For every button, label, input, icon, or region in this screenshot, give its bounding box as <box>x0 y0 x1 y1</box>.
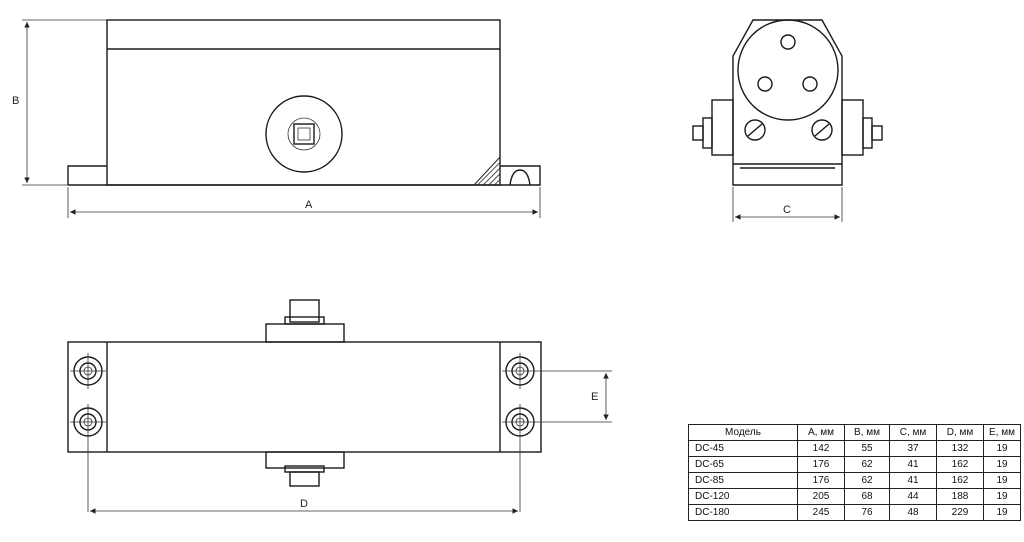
side-hole-right <box>802 76 818 92</box>
side-screw-left <box>744 119 766 141</box>
mounting-hole-bottom-right-icon <box>502 404 538 512</box>
front-hatch-section <box>472 155 501 186</box>
dim-label-e: E <box>591 391 598 403</box>
side-screw-right <box>811 119 833 141</box>
table-cell: 44 <box>889 488 937 505</box>
front-pinion-square-inner <box>297 127 311 141</box>
side-lug-nut-left <box>702 117 713 149</box>
front-body <box>106 19 501 186</box>
table-cell: 176 <box>797 472 845 489</box>
front-base-notch <box>509 169 531 186</box>
dim-label-c: C <box>783 204 791 216</box>
table-cell: 62 <box>844 472 890 489</box>
table-cell-model: DC-180 <box>688 504 798 521</box>
table-cell: 188 <box>936 488 984 505</box>
table-cell: 19 <box>983 488 1021 505</box>
table-cell: 162 <box>936 456 984 473</box>
table-cell: 19 <box>983 504 1021 521</box>
table-cell: 19 <box>983 472 1021 489</box>
table-row: DC-65 176 62 41 162 19 <box>688 456 1021 473</box>
table-cell: 37 <box>889 440 937 457</box>
table-header-a: A, мм <box>797 424 845 441</box>
table-cell: 132 <box>936 440 984 457</box>
table-cell: 19 <box>983 456 1021 473</box>
table-cell-model: DC-45 <box>688 440 798 457</box>
model-dimensions-table: Модель A, мм B, мм C, мм D, мм E, мм DC-… <box>688 424 1021 521</box>
table-header-c: C, мм <box>889 424 937 441</box>
top-body <box>67 341 542 453</box>
front-pinion-ring <box>287 117 321 151</box>
top-view: E D <box>67 299 612 514</box>
table-header-e: E, мм <box>983 424 1021 441</box>
dim-label-b: B <box>12 95 19 107</box>
side-view: C <box>692 19 883 222</box>
top-spindle-boss-upper <box>265 323 345 343</box>
table-cell: 176 <box>797 456 845 473</box>
table-header-row: Модель A, мм B, мм C, мм D, мм E, мм <box>688 424 1021 441</box>
front-pinion-square <box>293 123 315 145</box>
front-base-plate <box>67 165 541 186</box>
table-row: DC-45 142 55 37 132 19 <box>688 440 1021 457</box>
table-header-d: D, мм <box>936 424 984 441</box>
top-spindle-upper <box>289 299 320 323</box>
table-row: DC-120 205 68 44 188 19 <box>688 488 1021 505</box>
table-cell: 19 <box>983 440 1021 457</box>
mounting-hole-top-right-icon <box>502 353 538 389</box>
table-cell: 229 <box>936 504 984 521</box>
table-cell: 55 <box>844 440 890 457</box>
front-view: B A <box>12 19 541 218</box>
table-cell: 142 <box>797 440 845 457</box>
mounting-hole-bottom-left-icon <box>70 404 106 512</box>
table-row: DC-85 176 62 41 162 19 <box>688 472 1021 489</box>
dim-label-d: D <box>300 498 308 510</box>
side-hole-top <box>780 34 796 50</box>
table-header-model: Модель <box>688 424 798 441</box>
side-lug-bolt-left <box>692 125 704 141</box>
table-cell: 245 <box>797 504 845 521</box>
table-cell: 62 <box>844 456 890 473</box>
table-cell: 68 <box>844 488 890 505</box>
table-cell-model: DC-120 <box>688 488 798 505</box>
table-cell-model: DC-65 <box>688 456 798 473</box>
table-cell: 41 <box>889 456 937 473</box>
side-lug-nut-right <box>862 117 873 149</box>
side-lug-bolt-right <box>871 125 883 141</box>
table-cell: 205 <box>797 488 845 505</box>
table-cell: 48 <box>889 504 937 521</box>
side-lug-left <box>711 99 734 156</box>
table-header-b: B, мм <box>844 424 890 441</box>
side-end-cap <box>737 19 839 121</box>
side-hole-left <box>757 76 773 92</box>
table-cell: 41 <box>889 472 937 489</box>
front-pinion-outer <box>265 95 343 173</box>
side-housing <box>732 19 843 186</box>
mounting-hole-top-left-icon <box>70 353 106 389</box>
table-cell: 162 <box>936 472 984 489</box>
table-row: DC-180 245 76 48 229 19 <box>688 504 1021 521</box>
top-spindle-lower <box>289 471 320 487</box>
side-lug-right <box>841 99 864 156</box>
table-cell-model: DC-85 <box>688 472 798 489</box>
dim-label-a: A <box>305 199 313 211</box>
table-cell: 76 <box>844 504 890 521</box>
